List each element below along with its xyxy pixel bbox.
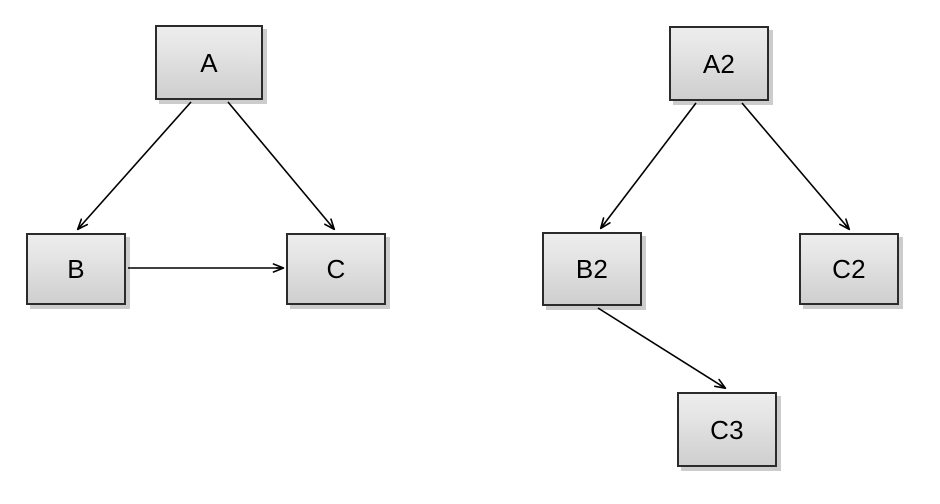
node-a2[interactable]: A2 [669,26,769,101]
edges-graph-right [597,102,851,390]
node-b2[interactable]: B2 [542,232,642,306]
node-b2-label: B2 [575,254,609,284]
node-c2[interactable]: C2 [799,233,899,305]
node-a-label: A [200,47,218,78]
node-b[interactable]: B [26,233,126,305]
node-c3[interactable]: C3 [677,392,777,467]
node-a[interactable]: A [155,25,263,100]
edge-A-to-C [227,101,336,231]
edge-A2-to-B2 [599,102,697,230]
node-c3-label: C3 [710,414,744,445]
edges-graph-left [76,101,336,273]
node-c2-label: C2 [832,254,866,284]
edge-A-to-B [76,101,192,231]
node-c-label: C [326,254,346,284]
edge-A2-to-C2 [741,102,851,231]
node-b-label: B [67,254,85,284]
edge-B2-to-C3 [597,307,727,390]
node-c[interactable]: C [286,233,386,305]
node-a2-label: A2 [702,48,736,79]
